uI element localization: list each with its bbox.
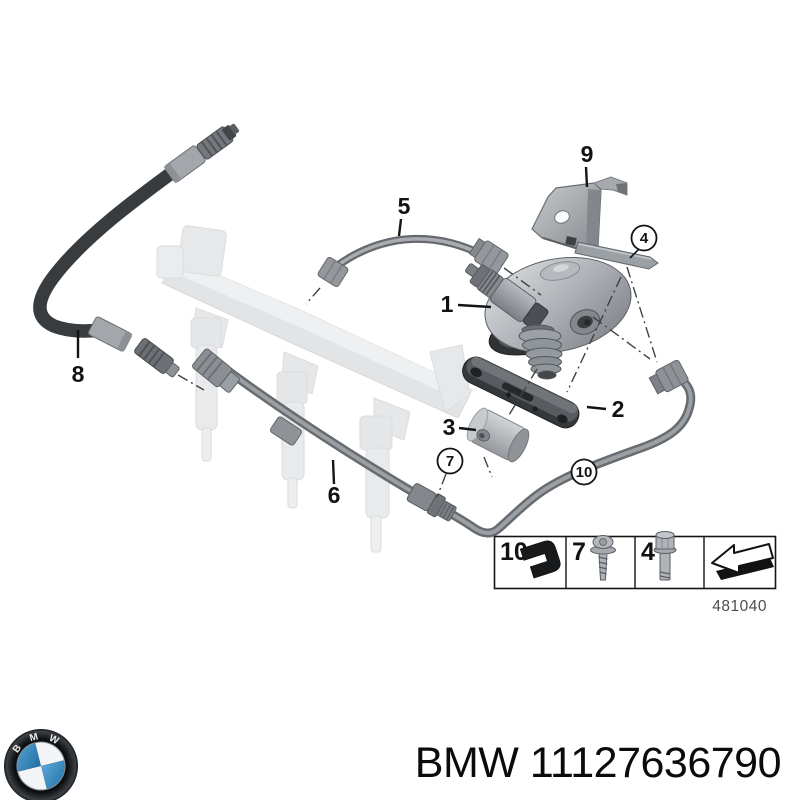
injector-1 bbox=[190, 317, 222, 462]
hose-connector-bottom bbox=[134, 338, 180, 378]
callout-8: 8 bbox=[72, 361, 85, 387]
legend-label-4: 4 bbox=[641, 538, 655, 566]
callout-4-circled: 4 bbox=[630, 224, 658, 252]
legend-label-7: 7 bbox=[572, 538, 586, 566]
rail-connector bbox=[177, 225, 227, 277]
roller-tappet-part3 bbox=[466, 407, 530, 463]
rail-lug bbox=[191, 307, 229, 349]
fuel-hose-part8 bbox=[33, 123, 239, 378]
bracket-part9 bbox=[531, 176, 659, 270]
clip-icon bbox=[519, 540, 561, 579]
pipe-junction-ferrules bbox=[406, 483, 457, 522]
svg-text:7: 7 bbox=[446, 453, 454, 470]
bracket-strap bbox=[574, 241, 659, 270]
pressure-pipes-part6-part10 bbox=[192, 348, 696, 538]
pipe10-nut bbox=[648, 359, 689, 395]
hose-ferrule-bottom bbox=[88, 316, 133, 352]
fuel-rail-top-face bbox=[172, 258, 472, 402]
bmw-roundel-logo: B M W bbox=[4, 729, 78, 800]
assembly-guide-lines bbox=[177, 266, 658, 498]
svg-text:4: 4 bbox=[640, 230, 649, 247]
callout-6: 6 bbox=[328, 482, 341, 508]
rail-connector-small bbox=[156, 245, 184, 279]
hose-connector-top bbox=[196, 123, 239, 160]
injector-3 bbox=[359, 415, 393, 553]
mounting-plate-part2 bbox=[462, 356, 580, 429]
logo-letter-m: M bbox=[29, 732, 40, 745]
bracket-hole bbox=[554, 210, 570, 224]
fastener-legend: 10 7 4 481040 bbox=[493, 531, 777, 615]
high-pressure-pump-part1 bbox=[465, 256, 632, 380]
bolt-icon bbox=[653, 531, 677, 581]
pipe5-nut-left bbox=[317, 256, 349, 288]
footer: B M W BMW 11127636790 bbox=[4, 729, 782, 800]
rail-end-bracket bbox=[429, 344, 471, 413]
pipe6-coupler bbox=[270, 416, 302, 446]
screw-icon bbox=[590, 535, 616, 581]
pump-top-cap-inner bbox=[553, 264, 569, 272]
legend-dividers bbox=[565, 536, 705, 589]
pipe-highlight bbox=[210, 357, 693, 535]
pump-outlet-port bbox=[569, 309, 601, 335]
callout-5: 5 bbox=[398, 193, 411, 219]
pipe6-union-fitting bbox=[192, 348, 241, 393]
bracket-slot bbox=[565, 236, 577, 246]
callout-3: 3 bbox=[443, 414, 456, 440]
callout-1: 1 bbox=[441, 291, 454, 317]
hose-body bbox=[33, 164, 181, 338]
svg-text:10: 10 bbox=[576, 464, 593, 481]
callout-9: 9 bbox=[581, 141, 594, 167]
feed-pipe-part5 bbox=[317, 234, 509, 288]
callout-leader-lines bbox=[76, 166, 607, 485]
drawing-number: 481040 bbox=[712, 598, 767, 615]
hose-ferrule-top bbox=[163, 145, 206, 184]
rail-lug bbox=[281, 351, 319, 395]
callout-2: 2 bbox=[612, 396, 625, 422]
pump-spring-bellows bbox=[518, 324, 563, 380]
rail-lug bbox=[373, 397, 411, 441]
pump-solenoid bbox=[465, 263, 549, 331]
direction-arrow-icon bbox=[711, 543, 774, 580]
callout-10-circled: 10 bbox=[570, 458, 598, 486]
callout-7-circled: 7 bbox=[436, 447, 464, 475]
fuel-rail-body bbox=[161, 257, 473, 419]
part-number-text: BMW 11127636790 bbox=[415, 739, 781, 787]
